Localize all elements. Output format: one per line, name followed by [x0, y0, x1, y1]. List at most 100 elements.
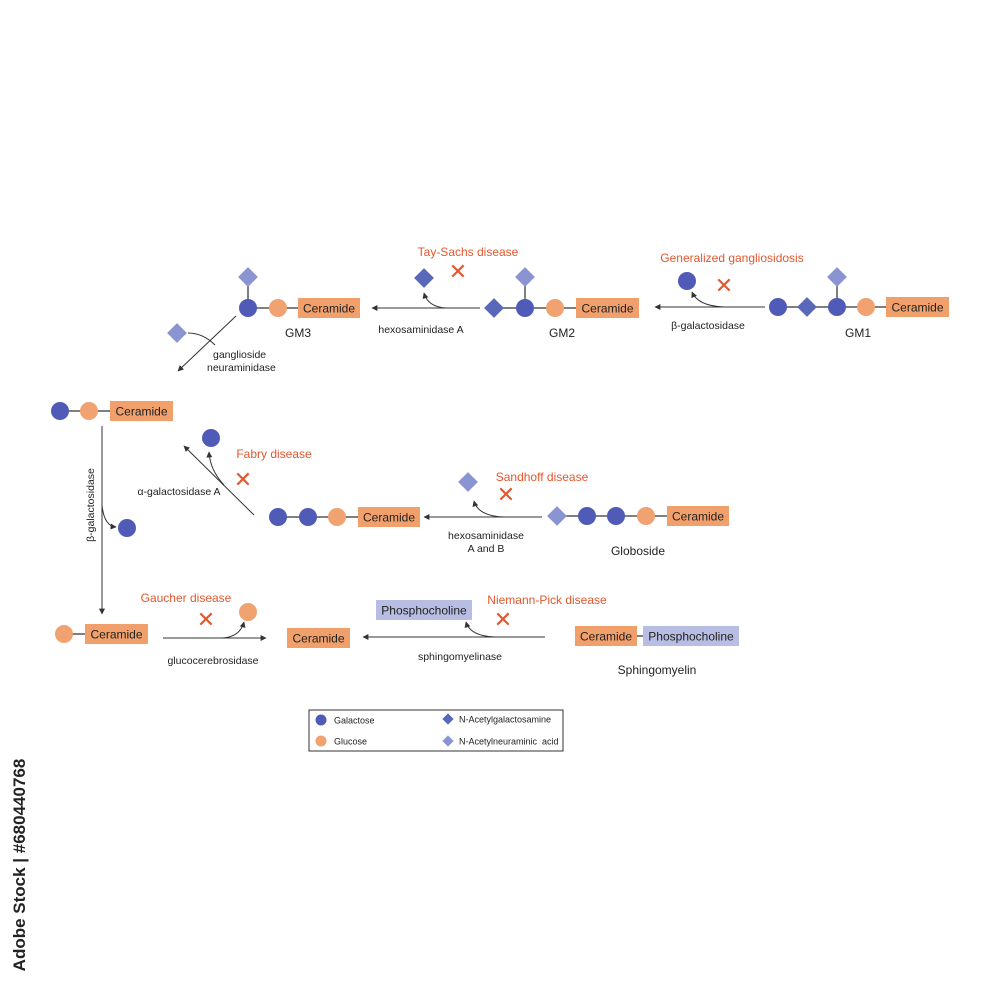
galactose-icon	[828, 298, 846, 316]
block-x: ✕	[234, 467, 252, 492]
reaction-arrow	[183, 445, 255, 516]
release-arrow	[472, 500, 505, 518]
enzyme-label: A and B	[468, 543, 505, 555]
release-arrow	[206, 451, 225, 486]
neuac-icon	[238, 267, 258, 287]
phosphocholine-label: Phosphocholine	[381, 604, 467, 618]
galactose-icon	[578, 507, 596, 525]
neuac-icon	[827, 267, 847, 287]
galnac-icon	[414, 268, 434, 288]
release-arrow	[422, 292, 447, 309]
legend-glucose: Glucose	[334, 737, 367, 747]
phosphocholine-box	[376, 600, 472, 620]
glucose-icon	[80, 402, 98, 420]
galactose-icon	[607, 507, 625, 525]
block-x: ✕	[497, 482, 515, 507]
ceramide-box	[576, 298, 639, 318]
ceramide-box	[886, 297, 949, 317]
release-arrow	[221, 621, 246, 639]
neuac-icon	[442, 735, 454, 747]
release-arrow	[101, 504, 117, 530]
enzyme-label: α-galactosidase A	[137, 486, 220, 498]
galactose-icon	[269, 508, 287, 526]
ceramide-box	[667, 506, 729, 526]
block-x: ✕	[715, 273, 733, 298]
galnac-icon	[442, 713, 454, 725]
globoside-molecule: Ceramide Globoside	[547, 506, 729, 558]
disease-label-fabry: Fabry disease	[236, 447, 312, 461]
legend-neuac: N-Acetylneuraminic acid	[459, 737, 559, 747]
ceramide-label: Ceramide	[672, 510, 724, 524]
glucose-icon	[546, 299, 564, 317]
disease-label-gangliosidosis: Generalized gangliosidosis	[660, 251, 803, 265]
gm3-molecule: Ceramide GM3	[238, 267, 360, 340]
galnac-icon	[797, 297, 817, 317]
globoside-label: Globoside	[611, 544, 665, 558]
enzyme-label: β-galactosidase	[671, 320, 745, 332]
galnac-icon	[458, 472, 478, 492]
gm1-label: GM1	[845, 326, 871, 340]
glucose-icon	[328, 508, 346, 526]
watermark-strip: Adobe Stock | #680440768	[2, 740, 38, 990]
gm2-label: GM2	[549, 326, 575, 340]
ceramide-label: Ceramide	[581, 302, 633, 316]
ceramide-label: Ceramide	[115, 405, 167, 419]
gm2-molecule: Ceramide GM2	[484, 267, 639, 340]
release-arrow	[187, 332, 216, 346]
glucose-icon	[269, 299, 287, 317]
glucosylceramide-molecule: Ceramide	[55, 624, 148, 644]
ceramide-label: Ceramide	[580, 630, 632, 644]
block-x: ✕	[449, 259, 467, 284]
galnac-icon	[547, 506, 567, 526]
galactose-icon	[51, 402, 69, 420]
neuac-icon	[167, 323, 187, 343]
galnac-icon	[484, 298, 504, 318]
glucose-icon	[857, 298, 875, 316]
phosphocholine-label: Phosphocholine	[648, 630, 734, 644]
enzyme-label: neuraminidase	[207, 362, 276, 374]
legend-galnac: N-Acetylgalactosamine	[459, 715, 551, 725]
gm3-label: GM3	[285, 326, 311, 340]
enzyme-label: glucocerebrosidase	[167, 655, 258, 667]
legend-galactose: Galactose	[334, 716, 375, 726]
glucose-icon	[239, 603, 257, 621]
release-arrow	[464, 621, 496, 638]
ceramide-label: Ceramide	[891, 301, 943, 315]
enzyme-label: hexosaminidase	[448, 530, 524, 542]
block-x: ✕	[197, 607, 215, 632]
ceramide-label: Ceramide	[303, 302, 355, 316]
enzyme-label: ganglioside	[213, 349, 266, 361]
galactose-icon	[769, 298, 787, 316]
enzyme-label: hexosaminidase A	[378, 324, 463, 336]
galactose-icon	[315, 714, 327, 726]
ceramide-box	[287, 628, 350, 648]
ceramide-box	[110, 401, 173, 421]
legend: Galactose Glucose N-Acetylgalactosamine …	[308, 709, 564, 752]
ceramide-label: Ceramide	[292, 632, 344, 646]
sphingomyelin-molecule: Ceramide Phosphocholine Sphingomyelin	[575, 626, 739, 677]
neuac-icon	[515, 267, 535, 287]
enzyme-label: β-galactosidase	[85, 468, 97, 542]
gm1-molecule: Ceramide GM1	[769, 267, 949, 340]
glucose-icon	[637, 507, 655, 525]
galactose-icon	[118, 519, 136, 537]
ceramide-box	[298, 298, 360, 318]
block-x: ✕	[494, 607, 512, 632]
reaction-arrow	[177, 315, 237, 372]
galactose-icon	[678, 272, 696, 290]
galactose-icon	[299, 508, 317, 526]
ceramide-label: Ceramide	[90, 628, 142, 642]
ceramide-box	[85, 624, 148, 644]
watermark-text: Adobe Stock | #680440768	[10, 758, 29, 972]
glucose-icon	[315, 735, 327, 747]
galactose-icon	[239, 299, 257, 317]
lactosylceramide-molecule: Ceramide	[51, 401, 173, 421]
galactose-icon	[202, 429, 220, 447]
galactose-icon	[516, 299, 534, 317]
disease-label-niemann-pick: Niemann-Pick disease	[487, 593, 607, 607]
disease-label-tay-sachs: Tay-Sachs disease	[418, 245, 519, 259]
glucose-icon	[55, 625, 73, 643]
release-arrow	[691, 291, 725, 308]
enzyme-label: sphingomyelinase	[418, 651, 502, 663]
